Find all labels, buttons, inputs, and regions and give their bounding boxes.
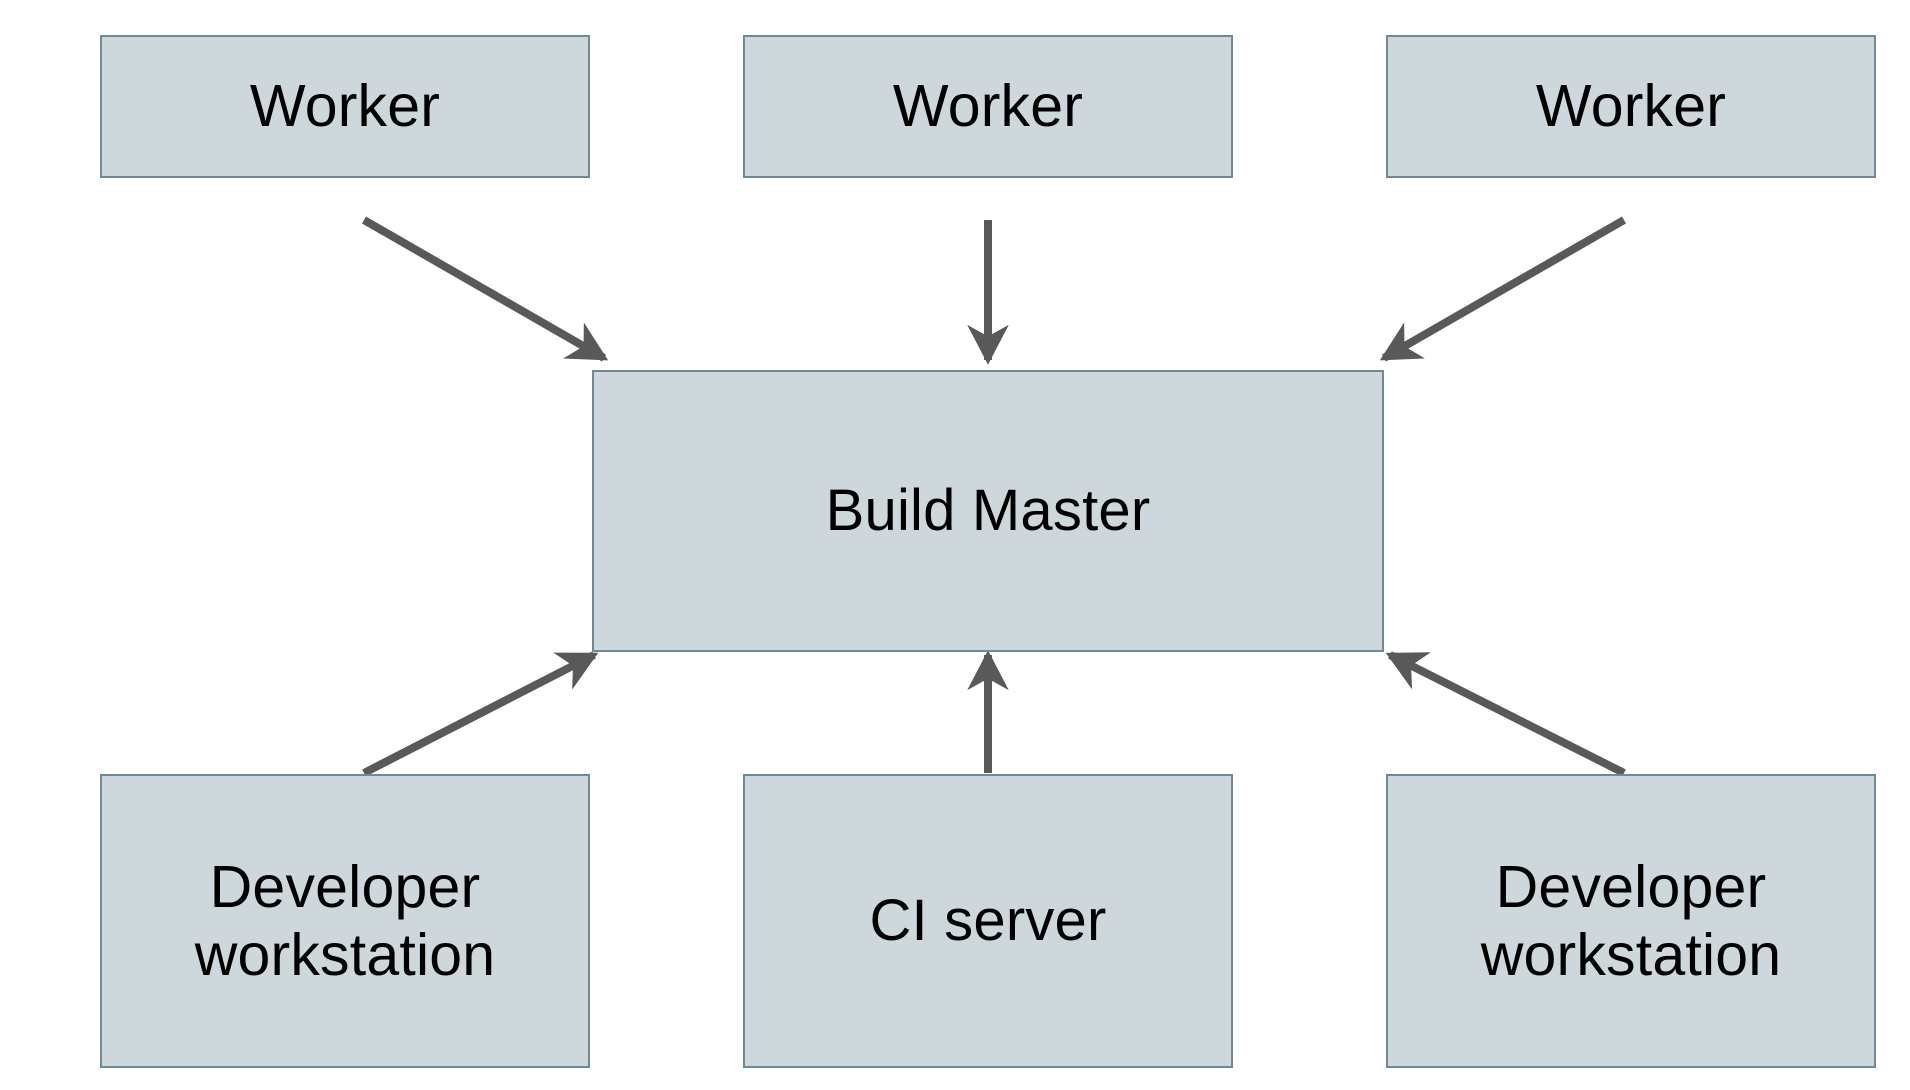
edge-worker1-to-master (362, 216, 609, 362)
node-worker-1-label: Worker (249, 73, 441, 140)
node-developer-workstation-right[interactable]: Developer workstation (1386, 774, 1876, 1068)
node-worker-1[interactable]: Worker (100, 35, 590, 178)
edge-devright-to-master (1385, 651, 1626, 777)
node-build-master-label: Build Master (825, 478, 1151, 544)
edge-worker3-to-master (1379, 216, 1626, 362)
edge-devleft-to-master (362, 651, 599, 777)
node-ci-server[interactable]: CI server (743, 774, 1233, 1068)
node-developer-workstation-left[interactable]: Developer workstation (100, 774, 590, 1068)
node-developer-workstation-right-label: Developer workstation (1480, 853, 1782, 988)
node-build-master[interactable]: Build Master (592, 370, 1384, 652)
node-worker-2[interactable]: Worker (743, 35, 1233, 178)
node-developer-workstation-left-label: Developer workstation (194, 853, 496, 988)
node-worker-3[interactable]: Worker (1386, 35, 1876, 178)
node-worker-3-label: Worker (1535, 73, 1727, 140)
node-ci-server-label: CI server (869, 888, 1107, 954)
node-worker-2-label: Worker (892, 73, 1084, 140)
